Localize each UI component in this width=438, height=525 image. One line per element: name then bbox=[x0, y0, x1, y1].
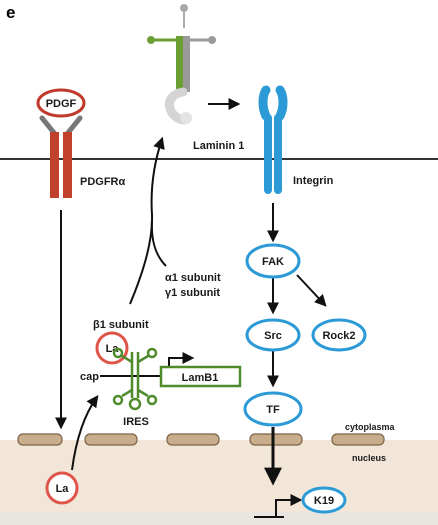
nuclear-envelope bbox=[17, 433, 385, 446]
pdgfra-receptor bbox=[39, 115, 83, 198]
ires-structure bbox=[112, 347, 158, 411]
src-label: Src bbox=[264, 330, 282, 342]
pdgfra-label: PDGFRα bbox=[80, 176, 126, 188]
tf-node bbox=[243, 391, 303, 427]
pdgf-ligand bbox=[36, 88, 86, 118]
gamma1-subunit-label: γ1 subunit bbox=[165, 287, 220, 299]
fak-to-rock2-arrow bbox=[296, 274, 327, 307]
integrin-label: Integrin bbox=[293, 175, 334, 187]
tf-label: TF bbox=[266, 404, 280, 416]
src-node bbox=[245, 318, 301, 352]
alpha1-subunit-label: α1 subunit bbox=[165, 272, 221, 284]
rock2-label: Rock2 bbox=[322, 330, 355, 342]
laminin-label: Laminin 1 bbox=[193, 140, 244, 152]
translation-to-laminin-arrow bbox=[129, 136, 165, 305]
alpha-gamma-branch bbox=[150, 219, 167, 267]
k19-tss-arrow bbox=[275, 494, 303, 517]
k19-node bbox=[301, 486, 347, 514]
cytoplasma-label: cytoplasma bbox=[345, 422, 396, 432]
ires-label: IRES bbox=[123, 416, 149, 428]
rock2-node bbox=[311, 318, 367, 352]
integrin-receptor bbox=[258, 85, 288, 194]
fak-node bbox=[245, 243, 301, 279]
k19-label: K19 bbox=[314, 495, 334, 507]
beta1-subunit-label: β1 subunit bbox=[93, 319, 149, 331]
lamb1-gene-box bbox=[159, 365, 242, 388]
la-nuclear-node bbox=[45, 471, 79, 505]
pdgf-label: PDGF bbox=[46, 98, 77, 110]
panel-letter: e bbox=[6, 3, 15, 22]
la-cytoplasmic-label: La bbox=[106, 343, 120, 355]
laminin-1-molecule bbox=[147, 4, 216, 125]
nucleus-label: nucleus bbox=[352, 453, 386, 463]
bottom-fade bbox=[0, 512, 438, 525]
lamb1-label: LamB1 bbox=[182, 372, 219, 384]
cap-label: cap bbox=[80, 371, 99, 383]
fak-label: FAK bbox=[262, 256, 284, 268]
la-export-arrow bbox=[71, 395, 99, 471]
la-nuclear-label: La bbox=[56, 483, 70, 495]
